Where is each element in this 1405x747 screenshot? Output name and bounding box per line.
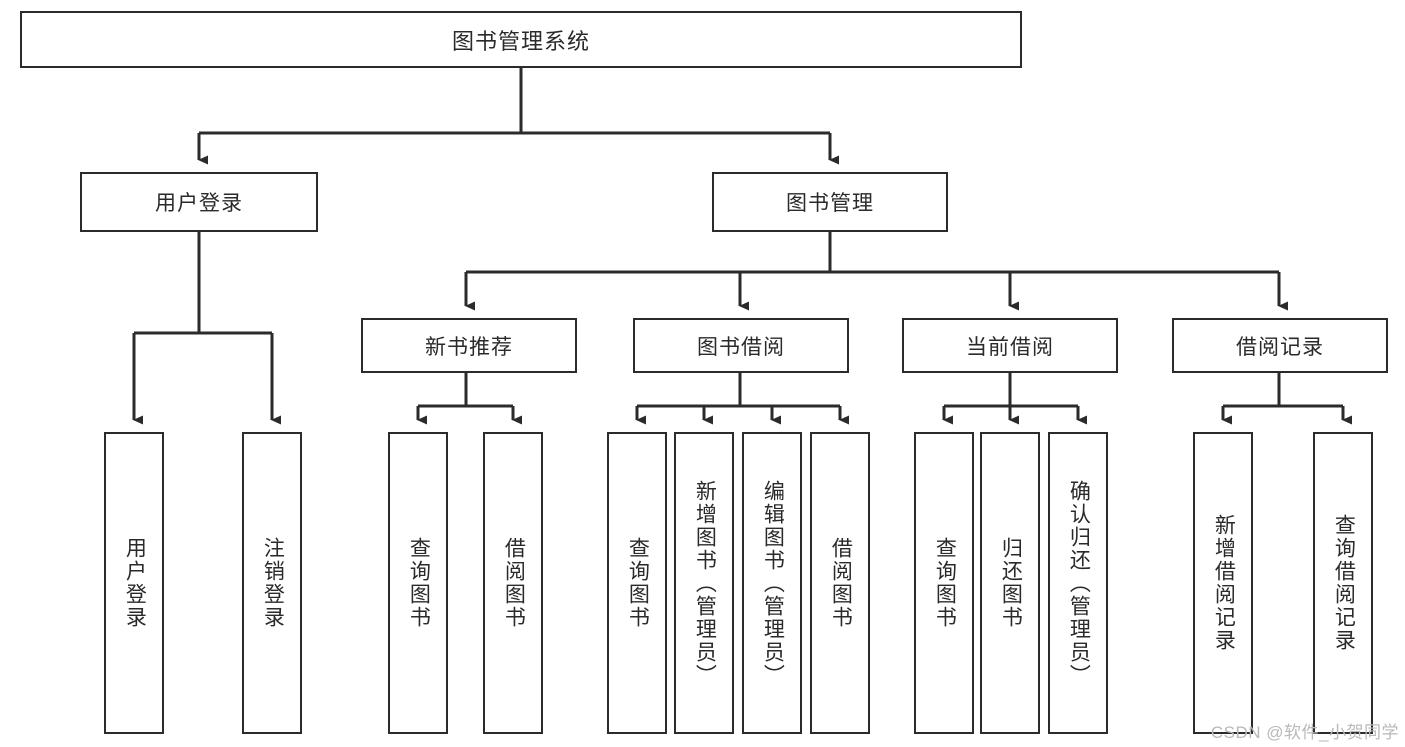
leaf-current-query-book[interactable]: 查询图书 [914, 432, 974, 734]
node-label: 新增借阅记录 [1212, 514, 1236, 652]
leaf-borrow-borrow-book[interactable]: 借阅图书 [810, 432, 870, 734]
leaf-records-add-record[interactable]: 新增借阅记录 [1193, 432, 1253, 734]
node-borrow-records[interactable]: 借阅记录 [1172, 318, 1388, 373]
node-root-system[interactable]: 图书管理系统 [20, 11, 1022, 68]
leaf-records-query-record[interactable]: 查询借阅记录 [1313, 432, 1373, 734]
node-label: 查询图书 [933, 537, 957, 629]
node-label: 图书管理系统 [451, 28, 590, 54]
leaf-borrow-query-book[interactable]: 查询图书 [607, 432, 667, 734]
node-label: 查询借阅记录 [1332, 514, 1356, 652]
node-label: 用户登录 [155, 192, 243, 215]
node-label: 注销登录 [261, 537, 285, 629]
node-label: 查询图书 [407, 537, 431, 629]
node-book-borrow[interactable]: 图书借阅 [633, 318, 849, 373]
node-label: 归还图书 [999, 537, 1023, 629]
node-label: 新书推荐 [425, 335, 513, 359]
watermark: CSDN @软件_小贺同学 [1210, 723, 1399, 742]
leaf-current-return-book[interactable]: 归还图书 [980, 432, 1040, 734]
node-label: 当前借阅 [966, 335, 1054, 359]
node-new-book-recommend[interactable]: 新书推荐 [361, 318, 577, 373]
node-label: 借阅图书 [829, 537, 853, 629]
node-label: 图书借阅 [697, 335, 785, 359]
node-book-management[interactable]: 图书管理 [712, 172, 948, 232]
node-label: 编辑图书（管理员） [761, 479, 785, 687]
leaf-borrow-edit-book-admin[interactable]: 编辑图书（管理员） [742, 432, 802, 734]
leaf-recommend-borrow-book[interactable]: 借阅图书 [483, 432, 543, 734]
leaf-recommend-query-book[interactable]: 查询图书 [388, 432, 448, 734]
node-label: 查询图书 [626, 537, 650, 629]
node-label: 图书管理 [786, 192, 874, 215]
node-label: 借阅记录 [1236, 335, 1324, 359]
node-label: 确认归还（管理员） [1067, 479, 1091, 687]
node-label: 用户登录 [123, 537, 147, 629]
node-user-login[interactable]: 用户登录 [80, 172, 318, 232]
node-label: 新增图书（管理员） [693, 479, 717, 687]
leaf-user-login-logout[interactable]: 注销登录 [242, 432, 302, 734]
node-current-borrow[interactable]: 当前借阅 [902, 318, 1118, 373]
node-label: 借阅图书 [502, 537, 526, 629]
leaf-current-confirm-return-admin[interactable]: 确认归还（管理员） [1048, 432, 1108, 734]
leaf-borrow-add-book-admin[interactable]: 新增图书（管理员） [674, 432, 734, 734]
leaf-user-login-login[interactable]: 用户登录 [104, 432, 164, 734]
